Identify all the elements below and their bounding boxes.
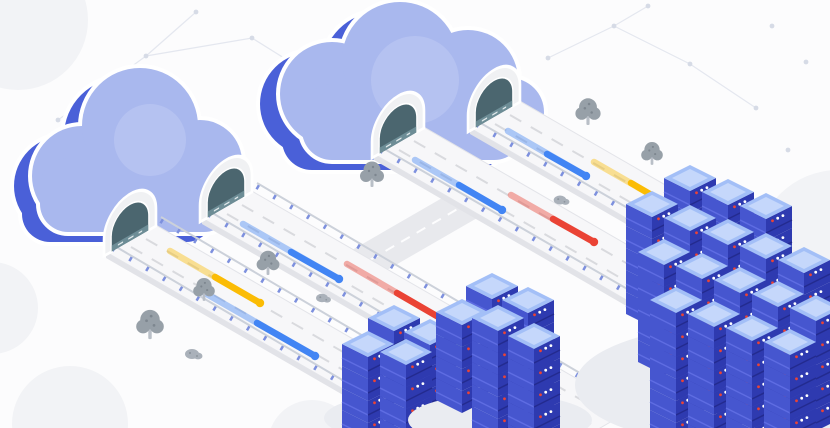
crossroad-patch [352,190,491,270]
cloud-left [10,64,246,246]
server-cluster-center [408,273,592,428]
server-tower [508,323,560,428]
server-cluster-right [575,165,830,428]
server-tower [764,329,816,428]
